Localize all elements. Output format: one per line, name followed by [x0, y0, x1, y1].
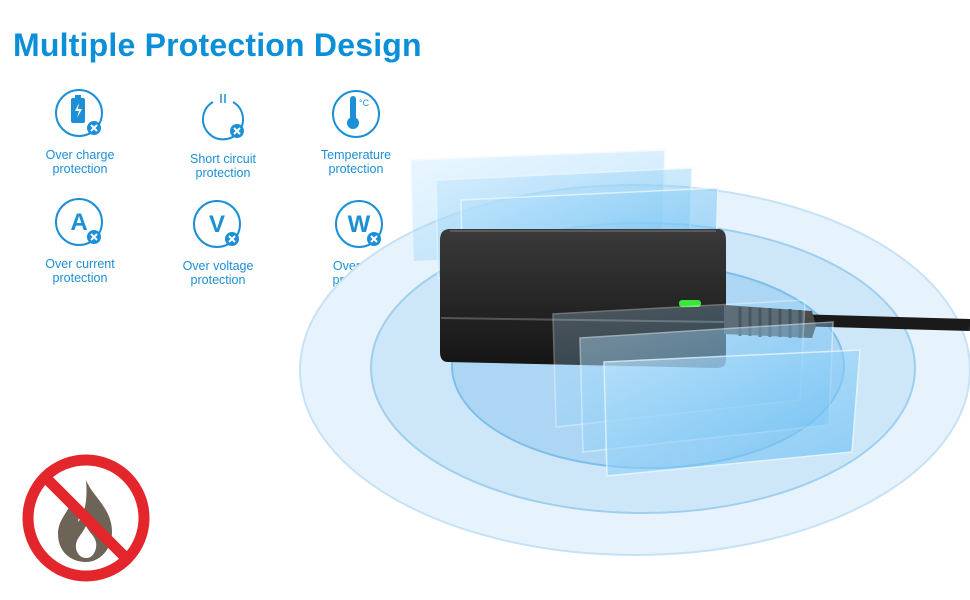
- no-fire-sign: [22, 454, 150, 582]
- celsius-symbol: °C: [359, 98, 370, 108]
- watt-symbol: W: [348, 211, 371, 238]
- voltage-icon: V: [193, 200, 241, 248]
- status-led: [679, 300, 701, 307]
- volt-symbol: V: [209, 211, 225, 238]
- battery-icon: [55, 89, 103, 137]
- power-icon: [202, 94, 244, 141]
- load-icon: W: [335, 200, 383, 248]
- thermometer-icon: °C: [332, 90, 380, 138]
- ampere-symbol: A: [70, 209, 87, 236]
- current-icon: A: [55, 198, 103, 246]
- shield-panels-front: [552, 299, 861, 477]
- page-title: Multiple Protection Design: [13, 27, 422, 63]
